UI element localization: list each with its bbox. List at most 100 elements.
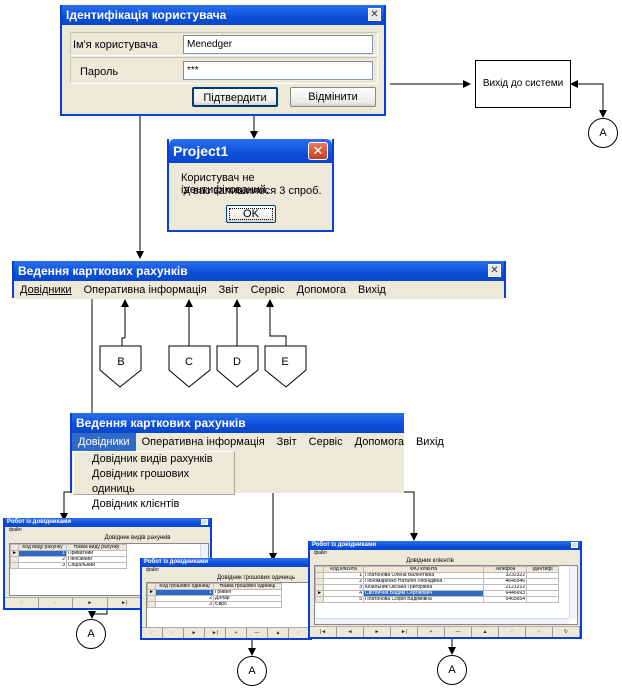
- connector-e: [264, 345, 307, 388]
- file-menu[interactable]: файл: [146, 567, 159, 573]
- file-menu[interactable]: файл: [9, 527, 22, 533]
- login-dialog: Ідентифікація користувача ✕ Ім'я користу…: [60, 5, 386, 116]
- connector-d-label: D: [233, 356, 241, 368]
- prior-button[interactable]: ◄: [337, 627, 364, 637]
- last-button[interactable]: ►|: [391, 627, 418, 637]
- delete-button[interactable]: —: [445, 627, 472, 637]
- menu-zvit[interactable]: Звіт: [218, 284, 239, 296]
- connector-e-label: E: [281, 356, 289, 368]
- connector-d: [216, 345, 259, 388]
- currencies-window: Робот із довідниками файл Довідник грошо…: [140, 558, 312, 640]
- dropdown-item-currencies[interactable]: Довідник грошових одиниць: [92, 468, 190, 495]
- dovidnyky-dropdown: Довідник видів рахунків Довідник грошови…: [73, 451, 235, 510]
- horizontal-scrollbar[interactable]: [315, 618, 569, 624]
- main-window-open-titlebar: Ведення карткових рахунків: [72, 413, 404, 433]
- close-icon[interactable]: ✕: [368, 8, 381, 21]
- connector-a-2: A: [237, 656, 267, 686]
- menu-servis[interactable]: Сервіс: [250, 284, 285, 296]
- connector-a-1: A: [76, 619, 106, 649]
- menu-dopomoga[interactable]: Допомога: [354, 436, 404, 448]
- menu-dopomoga[interactable]: Допомога: [296, 284, 346, 296]
- menu-servis[interactable]: Сервіс: [308, 436, 343, 448]
- record-navigator: ✓✓►►|+—▲✓: [142, 627, 310, 638]
- main-window-open-title: Ведення карткових рахунків: [76, 416, 246, 430]
- exit-system-box: Вихід до системи: [475, 60, 571, 108]
- delete-button[interactable]: —: [247, 628, 268, 638]
- connector-b-label: B: [117, 356, 125, 368]
- ok-button[interactable]: OK: [226, 205, 276, 223]
- first-button[interactable]: |◄: [310, 627, 337, 637]
- account-types-caption: Довідник видів рахунків: [104, 535, 171, 541]
- next-button[interactable]: ►: [73, 598, 108, 608]
- edit-button[interactable]: ▲: [472, 627, 499, 637]
- close-icon[interactable]: ✕: [308, 142, 328, 160]
- next-button[interactable]: ►: [184, 628, 205, 638]
- login-dialog-title: Ідентифікація користувача: [66, 8, 227, 22]
- error-dialog: Project1 ✕ Користувач не ідентифікований…: [167, 139, 334, 232]
- close-icon[interactable]: [571, 542, 578, 548]
- connector-a-3: A: [437, 655, 467, 685]
- error-message-line1: Користувач не ідентифікований.: [181, 172, 270, 196]
- post-button[interactable]: ✓: [499, 627, 526, 637]
- last-button[interactable]: ►|: [205, 628, 226, 638]
- main-window: Ведення карткових рахунків ✕ Довідники Оп…: [12, 261, 506, 299]
- menu-operatyvna-info[interactable]: Оперативна інформація: [83, 284, 207, 296]
- main-window-titlebar: Ведення карткових рахунків ✕: [14, 261, 504, 281]
- insert-button[interactable]: +: [226, 628, 247, 638]
- currencies-caption: Довідник грошових одиниць: [217, 575, 295, 581]
- post-button[interactable]: ✓: [5, 598, 40, 608]
- clients-caption: Довідник клієнтів: [406, 558, 454, 564]
- menu-operatyvna-info[interactable]: Оперативна інформація: [141, 436, 265, 448]
- error-dialog-title: Project1: [173, 143, 229, 159]
- password-field[interactable]: ***: [183, 61, 373, 80]
- connector-b: [99, 345, 142, 388]
- post-button[interactable]: ✓: [142, 628, 163, 638]
- col-header[interactable]: Код виду рахунку: [18, 544, 67, 551]
- main-menubar: Довідники Оперативна інформація Звіт Сервіс…: [14, 281, 504, 299]
- ref-window-title: Робот із довідниками: [312, 542, 377, 548]
- next-button[interactable]: ►: [364, 627, 391, 637]
- close-icon[interactable]: ✕: [488, 264, 501, 277]
- dropdown-item-clients[interactable]: Довідник клієнтів: [92, 498, 180, 510]
- confirm-button[interactable]: Підтвердити: [192, 87, 278, 107]
- cancel-button[interactable]: Відмінити: [290, 87, 376, 107]
- insert-button[interactable]: +: [418, 627, 445, 637]
- ref-window-title: Робот із довідниками: [7, 519, 72, 525]
- close-icon[interactable]: [201, 519, 208, 525]
- main-window-title: Ведення карткових рахунків: [18, 264, 188, 278]
- password-label: Пароль: [80, 66, 119, 78]
- connector-c-label: C: [185, 356, 193, 368]
- col-header[interactable]: Код грошової одиниці: [155, 583, 214, 590]
- file-menu[interactable]: файл: [314, 550, 327, 556]
- exit-system-label: Вихід до системи: [482, 78, 564, 89]
- connector-a-top: A: [588, 118, 618, 148]
- vertical-scrollbar[interactable]: [569, 566, 577, 618]
- col-header[interactable]: Назва виду рахунку: [66, 544, 127, 551]
- menu-zvit[interactable]: Звіт: [276, 436, 297, 448]
- edit-button[interactable]: ▲: [268, 628, 289, 638]
- username-label: Ім'я користувача: [73, 39, 158, 51]
- col-header[interactable]: Назва грошової одиниці: [213, 583, 282, 590]
- refresh-button[interactable]: ↻: [553, 627, 580, 637]
- main-window-open: Ведення карткових рахунків Довідники Опер…: [70, 413, 444, 510]
- menu-vykhid[interactable]: Вихід: [357, 284, 386, 296]
- connector-c: [168, 345, 211, 388]
- menu-vykhid[interactable]: Вихід: [415, 436, 444, 448]
- last-button[interactable]: ►|: [108, 598, 142, 608]
- post-button[interactable]: ✓: [289, 628, 310, 638]
- ref-window-title: Робот із довідниками: [144, 559, 209, 565]
- error-message-line2: У вас залишилося 3 спроб.: [183, 185, 322, 197]
- open-menubar: Довідники Оперативна інформація Звіт Сервіс…: [72, 433, 444, 451]
- post-button[interactable]: ✓: [39, 598, 74, 608]
- cancel-edit-button[interactable]: ✕: [526, 627, 553, 637]
- menu-dovidnyky-active[interactable]: Довідники: [72, 433, 136, 451]
- username-field[interactable]: Menedger: [183, 35, 373, 54]
- post-button[interactable]: ✓: [163, 628, 184, 638]
- dropdown-item-account-types[interactable]: Довідник видів рахунків: [92, 453, 213, 465]
- menu-dovidnyky[interactable]: Довідники: [20, 284, 72, 296]
